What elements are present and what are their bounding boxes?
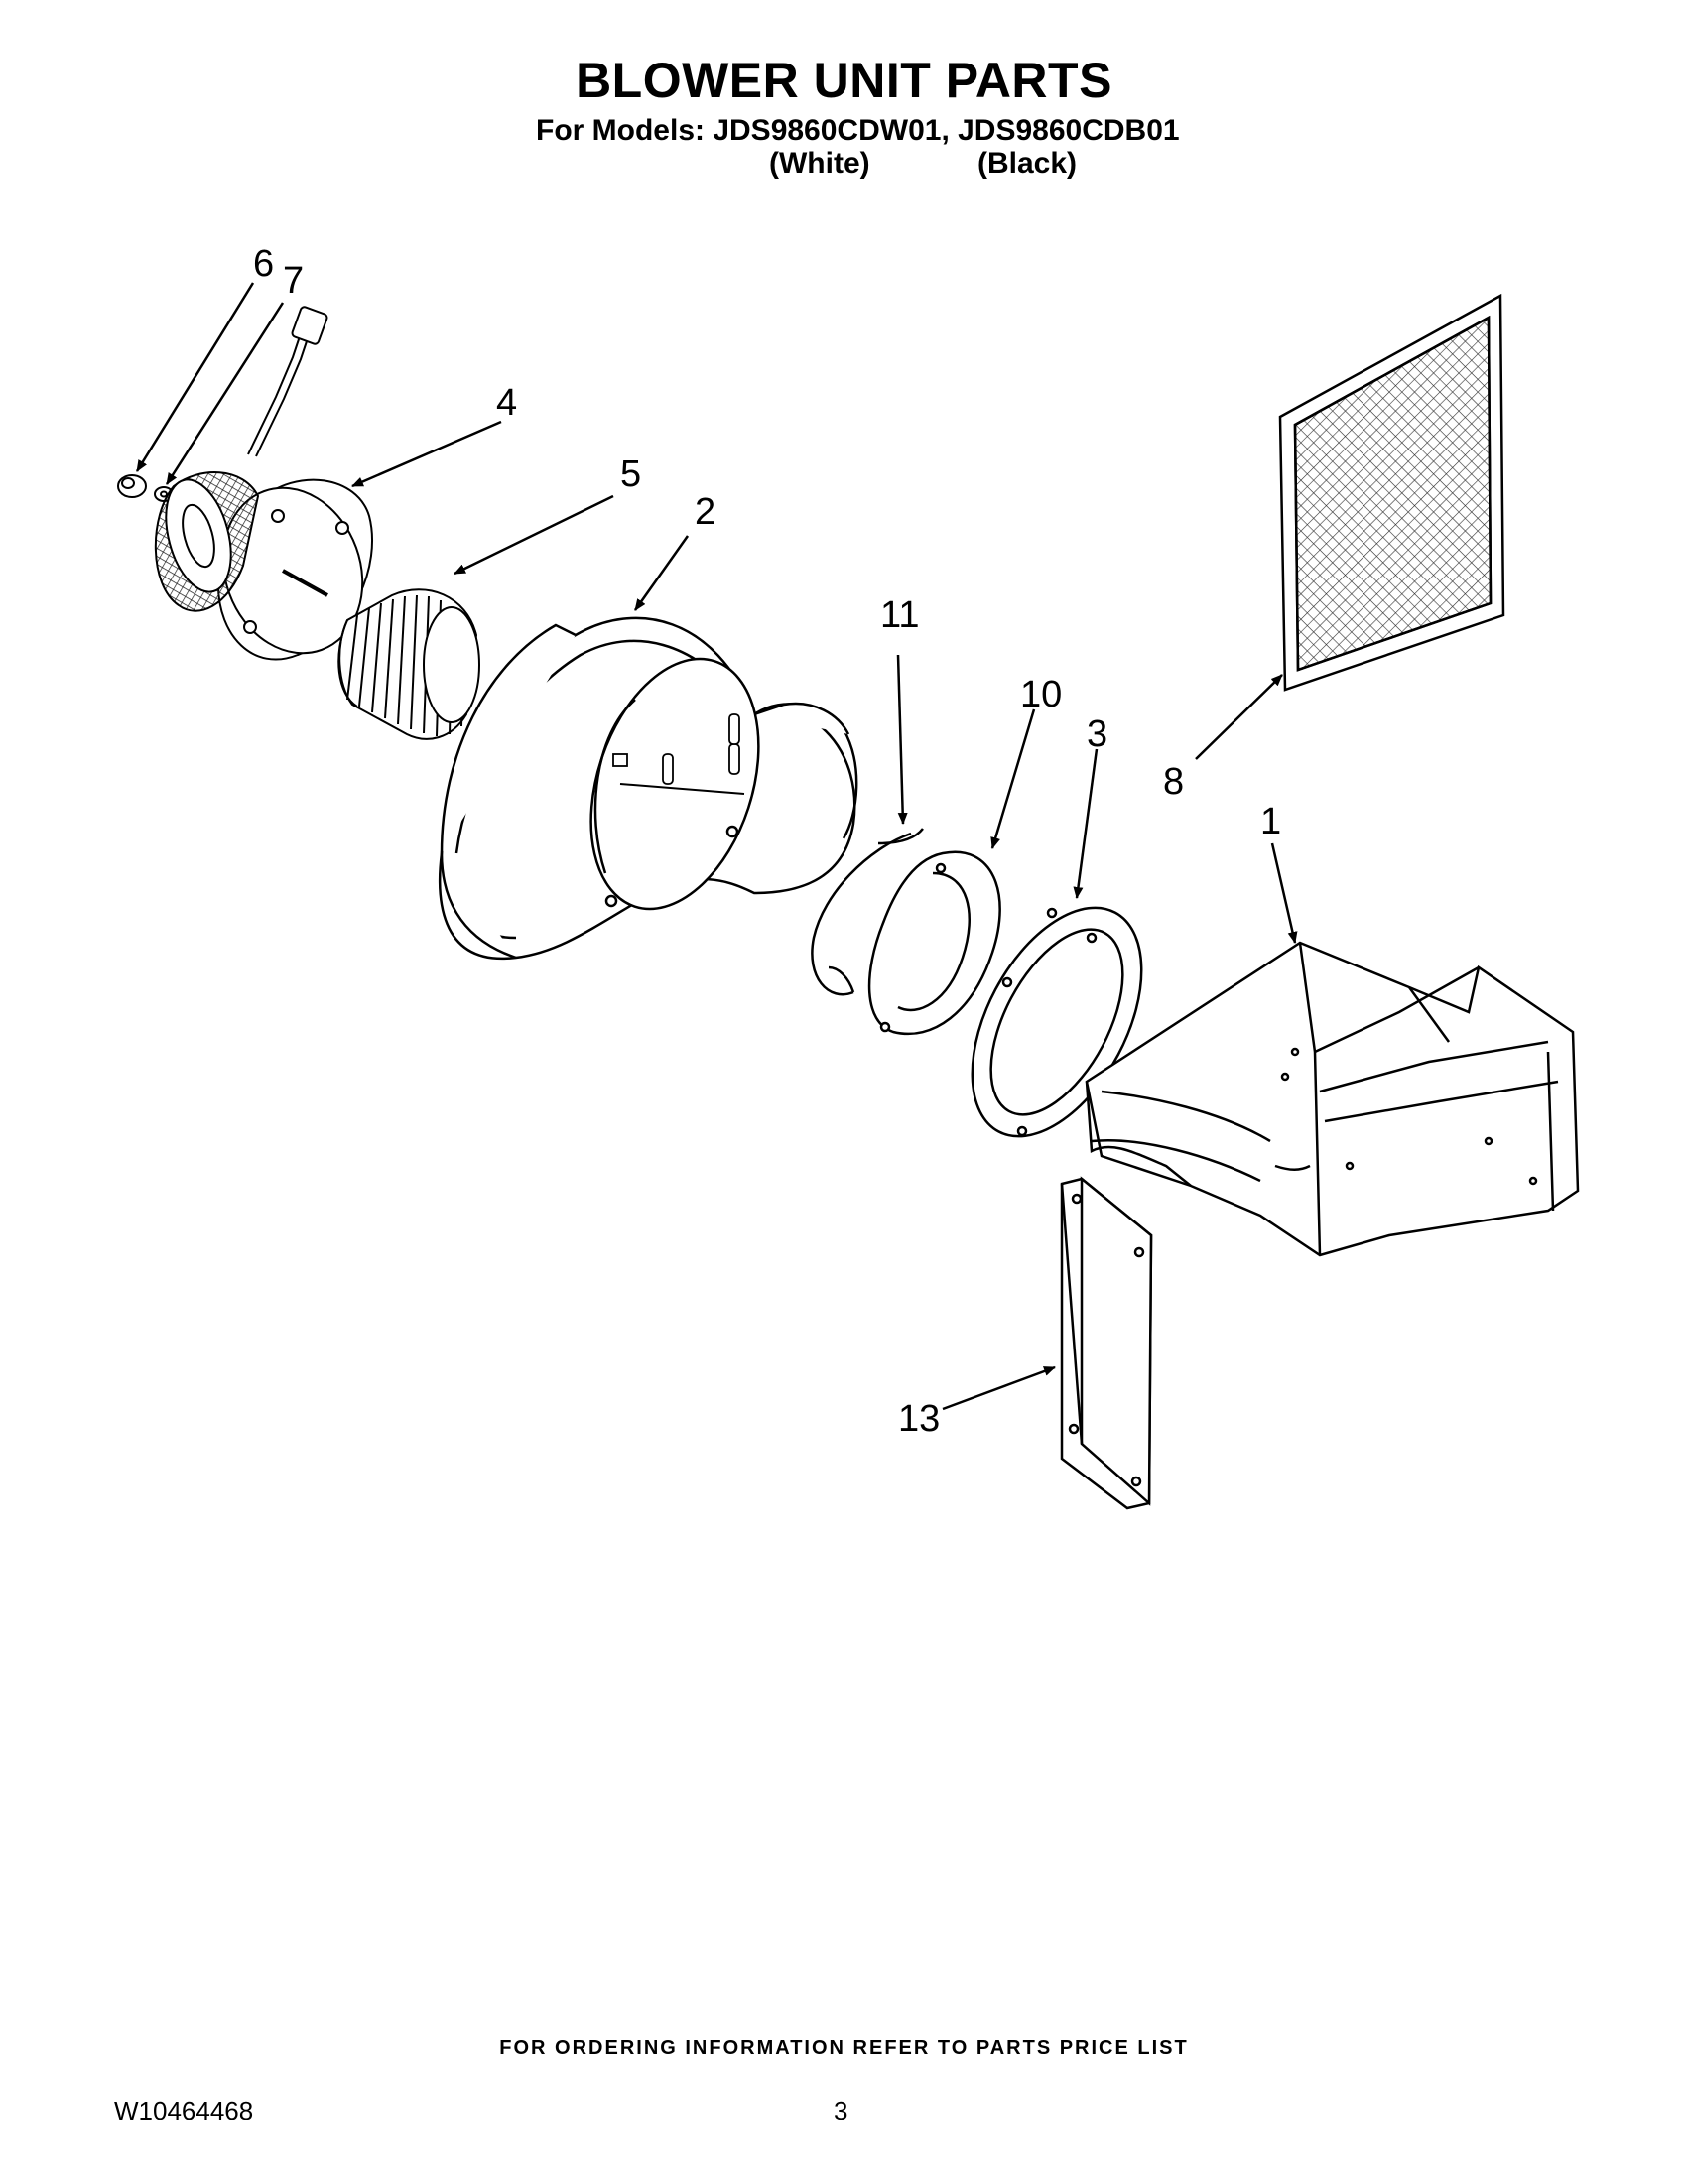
callout-11: 11 — [880, 594, 919, 636]
callout-4: 4 — [496, 382, 517, 424]
variant-black: (Black) — [977, 147, 1078, 180]
variant-white: (White) — [769, 147, 870, 180]
ordering-note: FOR ORDERING INFORMATION REFER TO PARTS … — [499, 2037, 1189, 2059]
part-2-blower-housing — [438, 616, 858, 961]
document-id: W10464468 — [114, 2096, 254, 2125]
callout-1: 1 — [1260, 801, 1281, 842]
page-title: BLOWER UNIT PARTS — [576, 53, 1112, 108]
callout-6: 6 — [253, 243, 274, 285]
callout-numbers: 6 7 4 5 2 11 10 3 8 1 13 — [253, 243, 1281, 1440]
callout-2: 2 — [695, 491, 715, 533]
leader-lines — [135, 282, 1298, 1411]
part-4-motor — [154, 306, 373, 661]
part-6-nut — [117, 474, 147, 498]
part-1-duct-cover — [1085, 941, 1580, 1257]
callout-5: 5 — [620, 453, 641, 495]
callout-3: 3 — [1087, 713, 1107, 755]
page-number: 3 — [834, 2096, 848, 2125]
part-5-blower-wheel — [337, 588, 480, 740]
callout-8: 8 — [1163, 761, 1184, 803]
callout-7: 7 — [283, 260, 304, 302]
part-10-mounting-plate — [867, 850, 1001, 1036]
models-line: For Models: JDS9860CDW01, JDS9860CDB01 — [536, 114, 1180, 147]
part-11-retaining-ring — [811, 828, 924, 996]
part-8-filter — [1278, 293, 1505, 692]
callout-10: 10 — [1020, 674, 1062, 715]
callout-13: 13 — [898, 1398, 940, 1440]
part-13-panel — [1060, 1176, 1153, 1510]
